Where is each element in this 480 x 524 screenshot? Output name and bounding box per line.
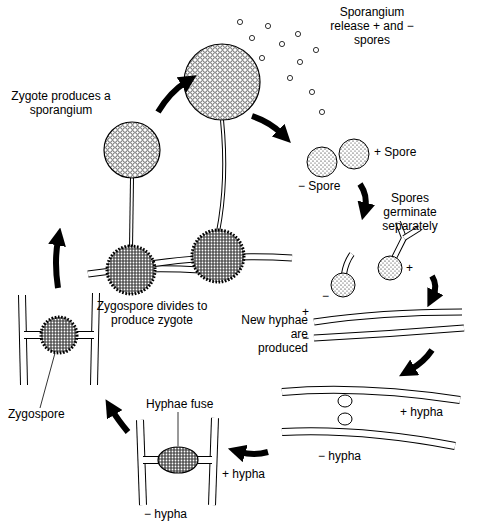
- small-spore: [309, 89, 314, 94]
- hypha: [94, 293, 96, 385]
- sporangium: [104, 122, 160, 178]
- hypha: [282, 431, 455, 446]
- hypha: [22, 295, 24, 385]
- stage-label: Sporangium release + and − spores: [322, 6, 422, 47]
- cycle-arrows: [56, 82, 435, 454]
- hypha: [140, 420, 143, 505]
- hypha: [212, 418, 215, 505]
- sporangium: [184, 44, 260, 120]
- stage-label: −: [302, 332, 309, 346]
- stage-label: New hyphae are produced: [240, 314, 308, 355]
- stage-label: +: [302, 306, 309, 320]
- stalk: [218, 120, 224, 232]
- sporangium-texture: [104, 122, 160, 178]
- stage-label: Zygote produces a sporangium: [6, 90, 116, 118]
- small-spore: [265, 23, 270, 28]
- stage-label: + Spore: [374, 146, 416, 160]
- stage-label: +: [406, 262, 413, 276]
- hypha: [282, 390, 460, 400]
- small-spore: [295, 31, 300, 36]
- cycle-arrow: [432, 276, 435, 296]
- leader-line: [178, 412, 179, 446]
- sporangia: [104, 44, 260, 178]
- hypha: [212, 418, 215, 505]
- gametangium: [338, 395, 352, 407]
- cycle-arrow: [240, 452, 268, 454]
- stage-label: Hyphae fuse: [146, 398, 213, 412]
- gametangium: [338, 413, 352, 425]
- stage-label: Zygospore divides to produce zygote: [92, 300, 212, 328]
- stage-label: −: [322, 290, 329, 304]
- zygospores: [41, 230, 244, 353]
- sporangium-texture: [184, 44, 260, 120]
- germinating-spore: [378, 256, 402, 280]
- hypha: [22, 295, 24, 385]
- stage-label: Zygospore: [8, 408, 65, 422]
- spore-texture: [378, 256, 402, 280]
- stage-label: − hypha: [318, 450, 361, 464]
- spore-texture: [331, 273, 355, 297]
- hypha: [94, 293, 96, 385]
- fused-mass: [158, 447, 198, 473]
- stage-label: + hypha: [222, 468, 265, 482]
- cycle-arrow: [56, 240, 58, 288]
- stalk: [218, 120, 224, 232]
- hypha: [282, 390, 460, 400]
- small-spore: [287, 75, 292, 80]
- spore: [339, 139, 369, 169]
- hypha: [314, 328, 464, 338]
- small-spore: [313, 47, 318, 52]
- small-spore: [249, 35, 254, 40]
- stage-label: + hypha: [400, 406, 443, 420]
- stage-label: − Spore: [298, 180, 340, 194]
- spore-texture: [339, 139, 369, 169]
- small-spore: [319, 109, 324, 114]
- small-spore: [259, 55, 264, 60]
- hypha: [314, 312, 462, 322]
- germ-tube: [344, 254, 352, 274]
- cycle-arrow: [252, 116, 282, 134]
- hypha: [140, 420, 143, 505]
- germinating-spore: [331, 273, 355, 297]
- cycle-arrow: [410, 350, 432, 370]
- stalk: [131, 178, 132, 248]
- zygospore: [41, 317, 77, 353]
- released-spores: [237, 19, 324, 114]
- small-spore: [279, 41, 284, 46]
- zygospore: [107, 246, 155, 294]
- hypha: [282, 431, 455, 446]
- hypha: [314, 328, 464, 338]
- stage-label: Spores germinate separately: [374, 192, 446, 233]
- leader-line: [40, 353, 55, 408]
- cycle-arrow: [360, 184, 366, 208]
- cycle-arrow: [112, 410, 128, 432]
- germ-tube: [344, 254, 352, 274]
- hypha: [314, 312, 462, 322]
- small-spore: [297, 59, 302, 64]
- spore: [307, 147, 337, 177]
- spore-texture: [307, 147, 337, 177]
- stage-label: − hypha: [144, 508, 187, 522]
- zygospore: [192, 230, 244, 282]
- stalk: [131, 178, 132, 248]
- hyphae-tubes: [22, 120, 464, 505]
- cycle-arrow: [158, 82, 186, 112]
- small-spore: [237, 19, 242, 24]
